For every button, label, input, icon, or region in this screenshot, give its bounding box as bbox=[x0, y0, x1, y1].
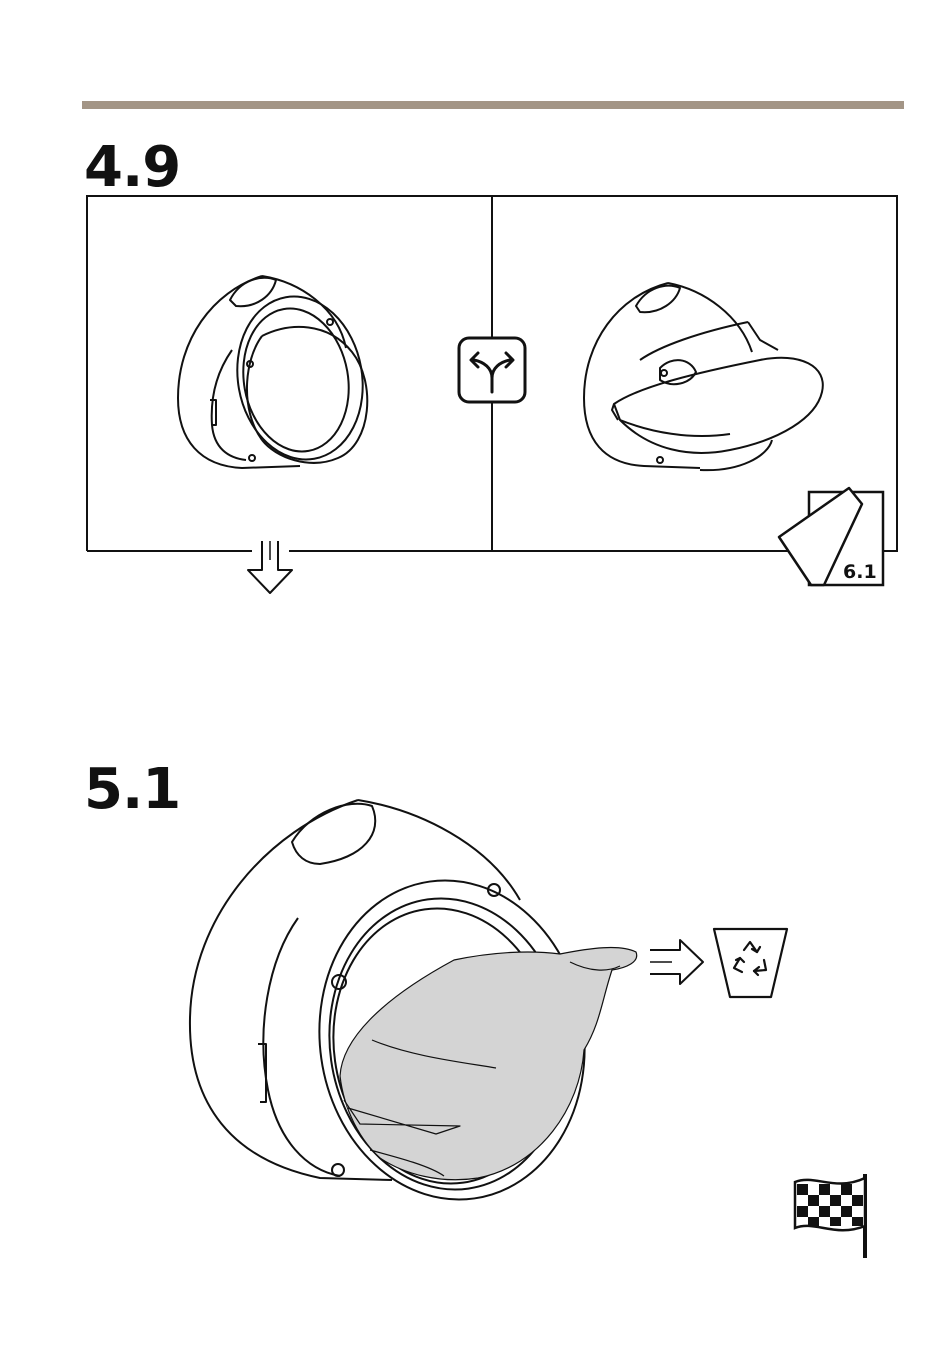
protective-film bbox=[340, 948, 637, 1180]
down-arrow-icon bbox=[248, 541, 292, 593]
camera-weathershield-icon bbox=[584, 283, 823, 470]
fork-choice-icon bbox=[459, 338, 525, 402]
page-reference-icon: 6.1 bbox=[779, 488, 883, 585]
page-reference-label: 6.1 bbox=[843, 561, 877, 583]
finish-flag-icon bbox=[795, 1174, 865, 1258]
recycle-bin-icon bbox=[714, 929, 787, 997]
camera-dome-icon bbox=[178, 276, 375, 470]
right-arrow-icon bbox=[650, 940, 703, 984]
